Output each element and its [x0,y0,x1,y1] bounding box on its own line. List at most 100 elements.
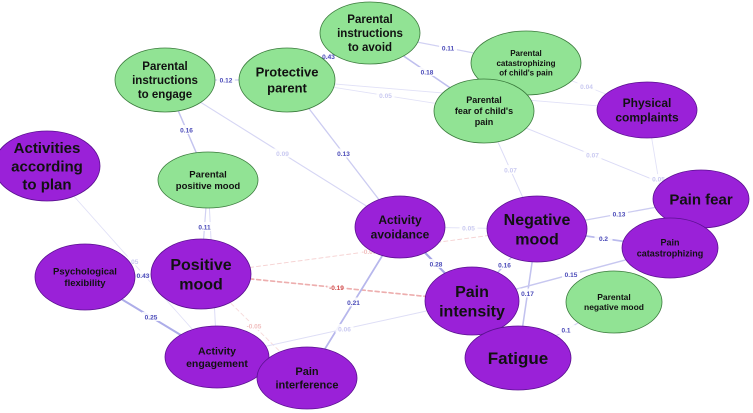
edge-label-bg [562,269,580,279]
node-label-line: catastrophizing [637,249,704,259]
edge-label-bg [501,165,520,174]
edge-weight-label: 0.2 [599,236,608,243]
node-label-line: of child's pain [499,69,553,78]
node-shape [150,238,252,310]
edge-label-bg [518,288,537,298]
node-shape [486,195,588,263]
edge-label-bg [439,43,457,52]
node-label-line: intensity [439,303,505,320]
node-shape [319,1,421,65]
node-shape [596,81,698,139]
edge-weight-label: 0.04 [580,84,593,91]
edge-weight-label: -0.05 [247,324,262,331]
node-shape [464,325,572,391]
edge-weight-label: 0.16 [498,263,511,270]
edge-label-bg [459,223,478,232]
edge-label-bg [123,256,141,266]
node-pain-fear[interactable]: Pain fear [652,169,750,229]
node-label-line: to plan [22,177,71,194]
edge-label-bg [217,75,235,84]
edge-label-bg [360,246,378,256]
node-label-line: Parental [142,61,187,73]
edge-label-layer: 0.430.120.110.180.050.160.130.110.430.25… [123,43,668,335]
node-label-line: avoidance [371,228,430,242]
edge-weight-label: 0.43 [137,273,150,280]
node-shape [433,78,535,144]
node-label-line: positive mood [176,181,241,192]
node-pain-intensity[interactable]: Pain intensity [424,266,520,336]
node-shape [238,47,336,113]
node-shape [114,47,216,113]
edge-weight-label: 0.13 [337,151,350,158]
edge-label-bg [327,282,346,292]
edge-weight-label: 0.16 [180,128,193,135]
edge-weight-label: 0.25 [145,315,158,322]
edge-label-bg [195,222,214,231]
node-label-line: Activity [198,345,236,357]
edge-weight-label: 0.05 [462,226,475,233]
edge-label-bg [583,150,602,159]
node-shape [354,195,446,259]
node-shape [424,266,520,336]
edge-weight-label: 0.12 [220,78,233,85]
edge-weight-label: 0.13 [613,212,626,219]
edge-weight-label: 0.11 [198,225,211,232]
edge-label-bg [495,260,514,269]
node-label-line: parent [267,81,307,96]
edge-weight-label: 0.07 [504,168,517,175]
node-shape [565,270,663,334]
node-label-line: instructions [132,75,198,87]
node-label-line: instructions [337,28,403,40]
edge-weight-label: 0.09 [276,151,289,158]
edge-label-bg [577,81,596,91]
node-label-line: Parental [466,95,502,105]
edge-label-bg [649,174,668,183]
edge-label-bg [427,259,445,268]
node-label-line: Pain [455,284,489,301]
node-fatigue[interactable]: Fatigue [464,325,572,391]
node-label-line: catastrophizing [496,59,555,68]
edge-label-bg [335,324,354,333]
edge-label-bg [344,297,363,307]
node-label-line: Protective [256,65,319,80]
node-label-line: Fatigue [488,349,548,368]
edge-label-bg [594,233,613,243]
node-label-line: Pain fear [669,191,733,208]
node-label-line: Activity [378,213,422,227]
node-label-line: Positive [170,257,231,274]
node-label-line: flexibility [64,278,106,289]
edge-weight-label: 0.21 [347,300,360,307]
node-label-line: fear of child's [455,106,513,116]
node-label-line: complaints [615,111,679,125]
node-label-line: Negative [504,212,571,229]
node-label-line: interference [276,380,339,392]
edge-label-bg [376,90,395,100]
edge-label-bg [134,270,152,280]
node-shape [164,325,270,389]
edge-label-bg [557,325,575,334]
edge-label-bg [245,321,263,330]
edge-weight-label: -0.07 [362,249,377,256]
edge-label-bg [142,312,160,321]
node-shape [157,151,259,209]
edge-label-bg [273,148,292,158]
node-shape [621,217,719,279]
edge-weight-label: 0.05 [126,259,139,266]
